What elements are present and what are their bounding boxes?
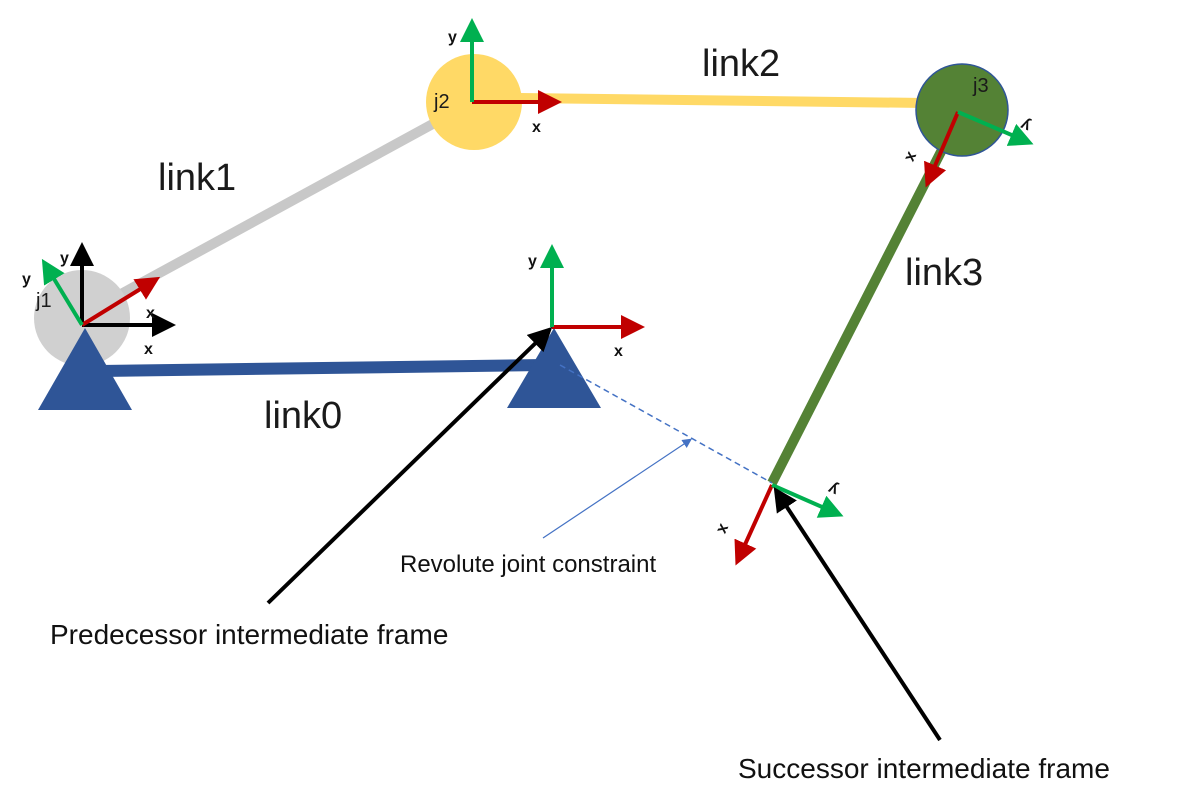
- ground-support-right: [507, 328, 601, 408]
- predecessor-pointer-arrow: [266, 326, 553, 605]
- link0-bar: [99, 359, 546, 377]
- link2-bar: [519, 93, 926, 108]
- link1-bar: [107, 115, 443, 305]
- link0-label: link0: [264, 395, 342, 437]
- j2-x-label: x: [532, 119, 541, 136]
- successor-x-label: x: [713, 521, 732, 536]
- successor-x-axis: [734, 484, 774, 566]
- predecessor-y-label: y: [528, 253, 537, 270]
- j1-base-x-label: x: [144, 341, 153, 358]
- j2-y-label: y: [448, 29, 457, 46]
- successor-frame-label: Successor intermediate frame: [738, 753, 1110, 784]
- revolute-constraint-pointer: [542, 438, 692, 539]
- j2-label: j2: [433, 91, 450, 113]
- j3-x-label: x: [901, 149, 920, 164]
- j3-x-axis: [924, 111, 960, 188]
- j3-y-label: y: [1018, 116, 1033, 135]
- revolute-constraint-line: [559, 364, 773, 484]
- ground-support-left: [38, 328, 132, 410]
- j1-base-y-label: y: [60, 250, 69, 267]
- j1-rot-y-axis: [41, 258, 84, 327]
- j1-rot-x-axis: [80, 276, 161, 327]
- link3-bar: [767, 135, 953, 486]
- j1-label: j1: [35, 290, 52, 312]
- j1-rot-y-label: y: [22, 271, 31, 288]
- successor-y-label: y: [826, 479, 841, 498]
- j3-label: j3: [972, 75, 989, 97]
- predecessor-frame-label: Predecessor intermediate frame: [50, 619, 448, 650]
- link2-label: link2: [702, 43, 780, 85]
- revolute-constraint-label: Revolute joint constraint: [400, 551, 656, 578]
- successor-pointer-arrow: [773, 486, 942, 742]
- joint-j3: [915, 63, 1009, 157]
- link3-label: link3: [905, 252, 983, 294]
- j1-rot-x-label: x: [146, 305, 155, 322]
- j3-y-axis: [957, 110, 1034, 146]
- link1-label: link1: [158, 157, 236, 199]
- predecessor-x-label: x: [614, 343, 623, 360]
